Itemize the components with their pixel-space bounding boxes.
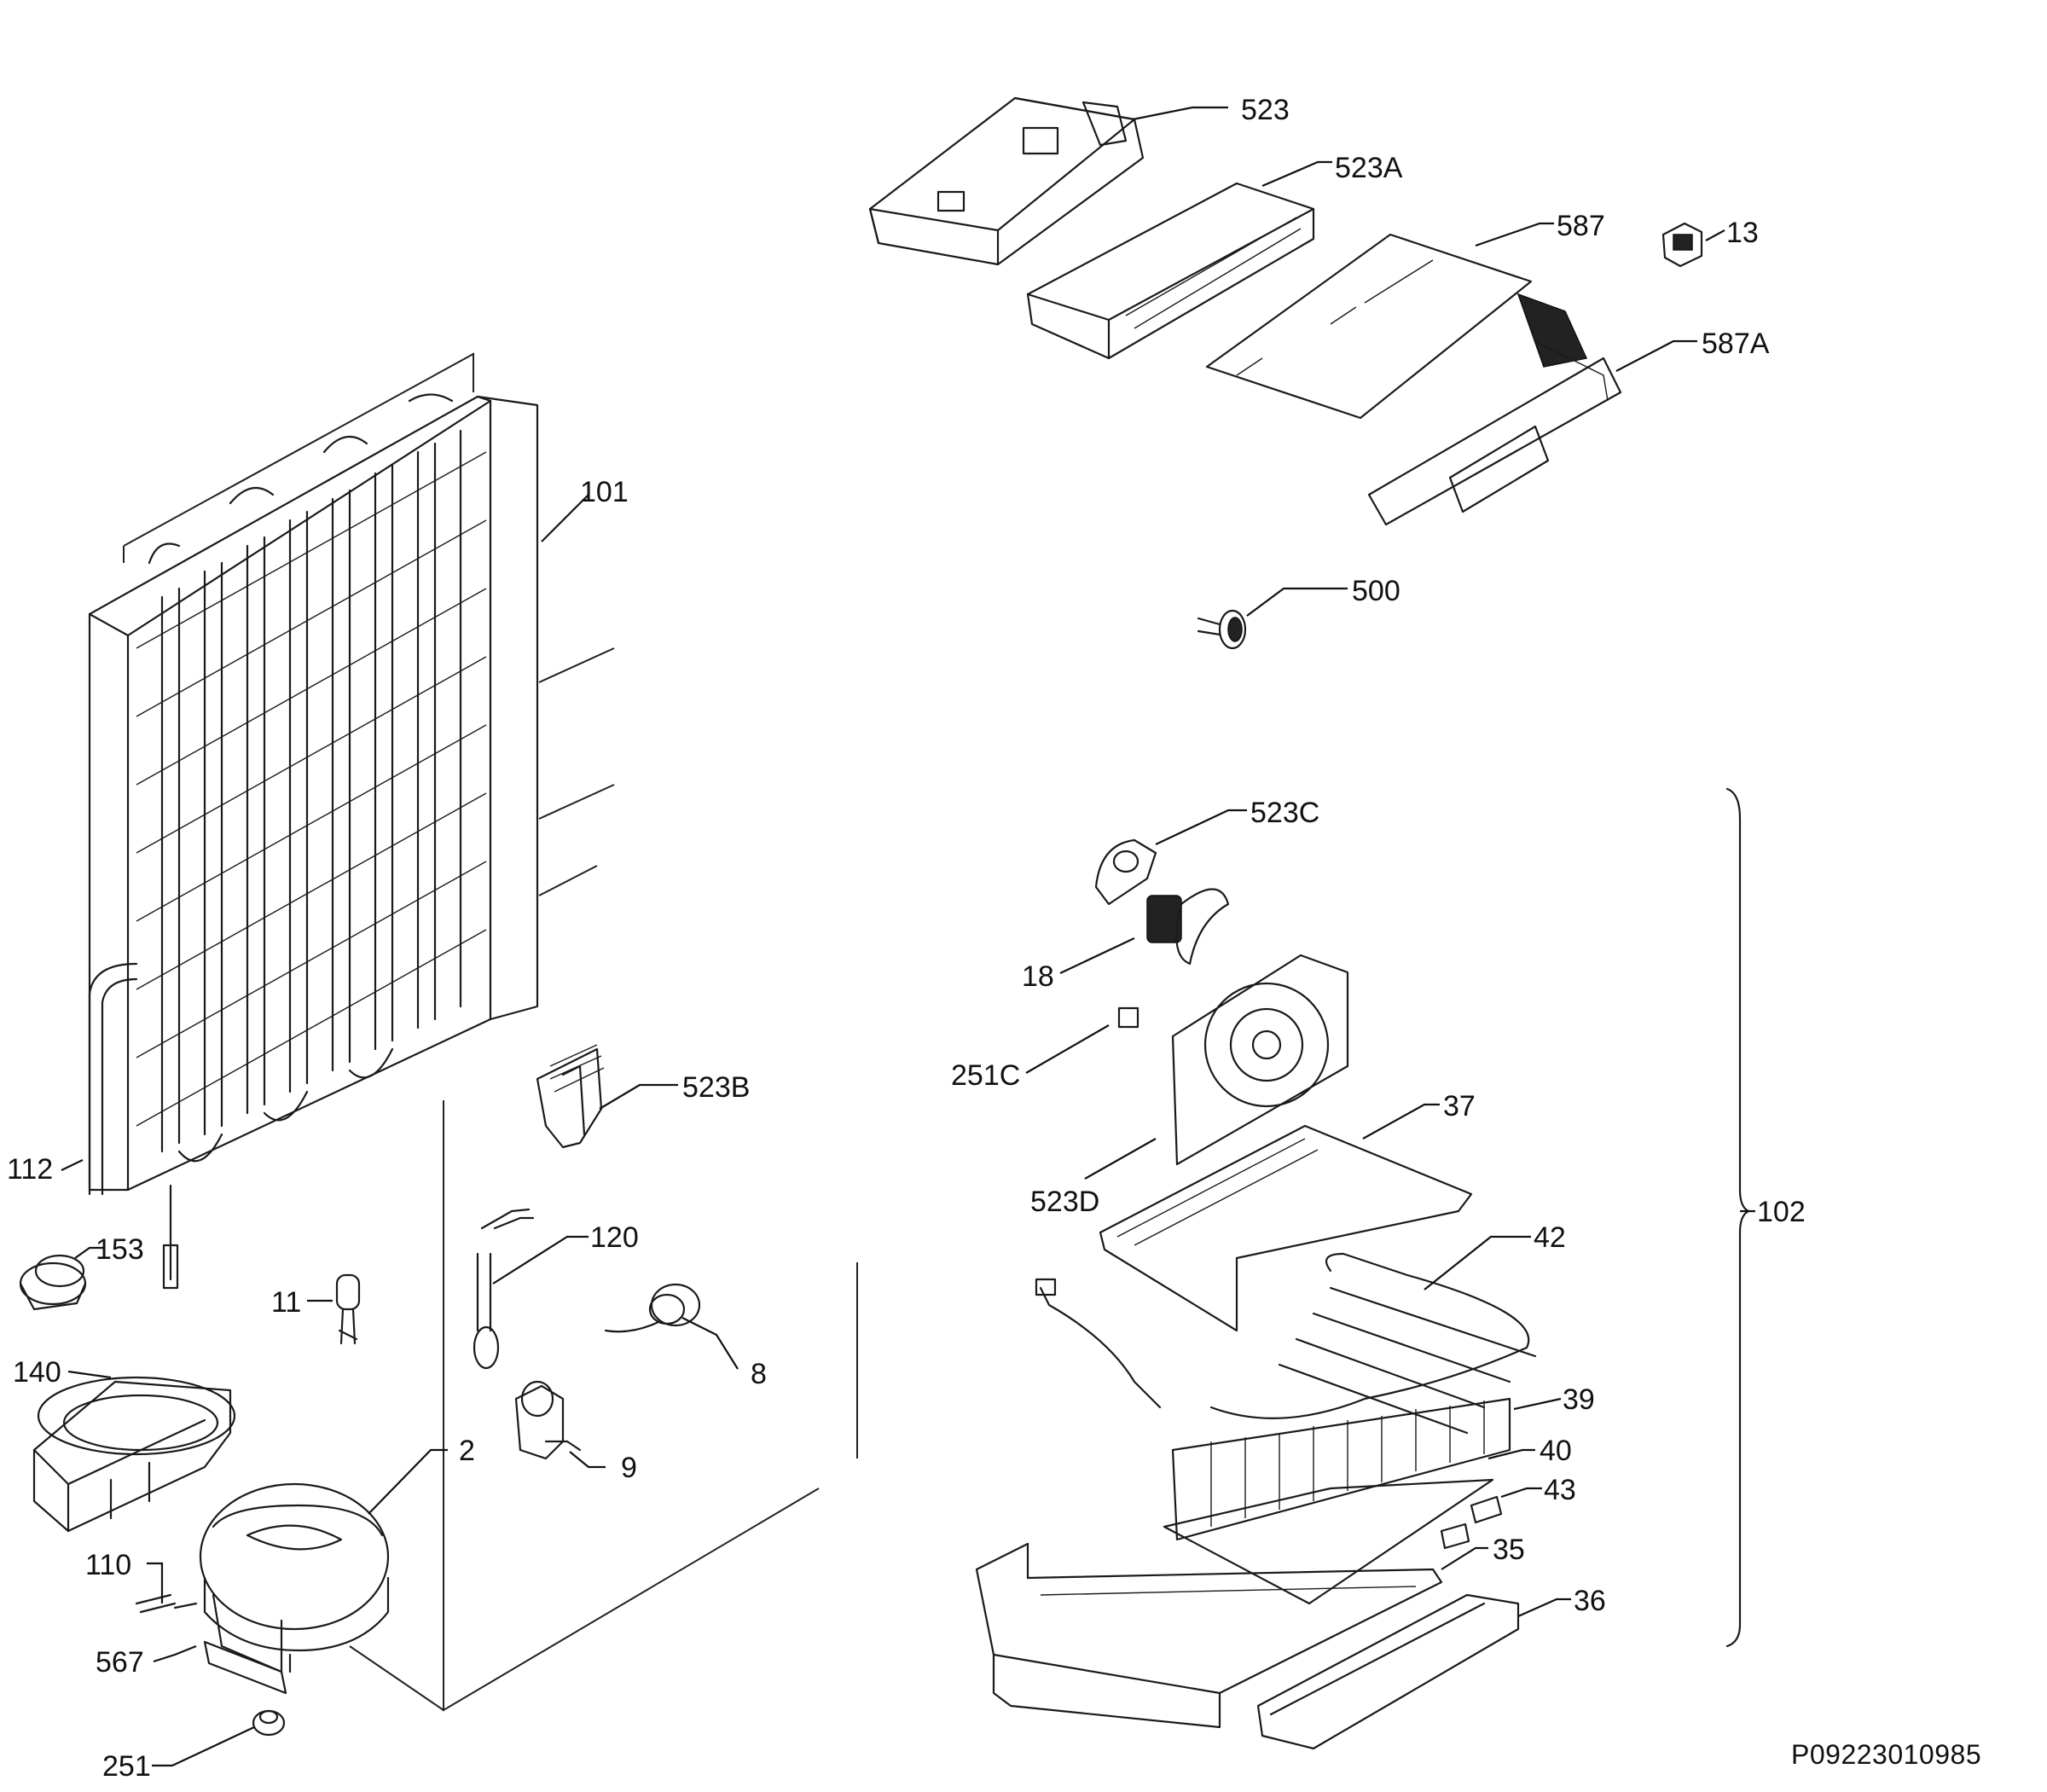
evaporation-tray — [32, 1376, 236, 1533]
callout-label: 140 — [13, 1356, 61, 1389]
start-relay — [473, 1208, 535, 1370]
defrost-heater — [1035, 1252, 1537, 1435]
drain-pipe — [88, 962, 138, 1196]
callout-label: 13 — [1726, 217, 1759, 249]
callout-label: 251 — [102, 1750, 151, 1783]
callout-label: 153 — [96, 1233, 144, 1266]
callout-label: 523 — [1241, 94, 1290, 126]
callout-label: 587 — [1557, 210, 1605, 242]
cable-clip — [536, 1044, 605, 1149]
door-switch — [1661, 222, 1703, 268]
callout-label: 567 — [96, 1646, 144, 1679]
callout-label: 523A — [1335, 152, 1403, 184]
callout-label: 9 — [621, 1452, 637, 1484]
callout-label: 523D — [1030, 1186, 1099, 1218]
thermostat — [604, 1283, 701, 1333]
evaporator-fan — [1146, 888, 1230, 966]
callout-label: 42 — [1534, 1221, 1566, 1254]
control-knob — [1197, 609, 1247, 650]
condenser — [88, 393, 539, 1290]
evaporator — [1171, 1397, 1511, 1541]
callout-label: 39 — [1563, 1383, 1595, 1416]
evaporator-cover — [1099, 1124, 1473, 1332]
document-number: P09223010985 — [1791, 1739, 1981, 1770]
fan-motor-bracket — [1094, 838, 1157, 906]
callout-label: 112 — [7, 1153, 53, 1186]
callout-labels: 523 523A 587 13 587A 101 500 523C 18 251… — [7, 94, 1806, 1783]
compressor-clamp — [514, 1380, 582, 1460]
grommet-nut — [252, 1709, 286, 1737]
callout-label: 43 — [1544, 1474, 1576, 1506]
control-housing — [868, 96, 1145, 266]
fan-housing — [1171, 954, 1349, 1166]
callout-label: 35 — [1493, 1534, 1525, 1566]
display-board — [1367, 293, 1622, 526]
condenser-wire-grid — [136, 451, 487, 1127]
callout-label: 523B — [682, 1071, 750, 1104]
callout-label: 110 — [85, 1549, 131, 1581]
callout-label: 36 — [1574, 1585, 1606, 1617]
insulation-sheet — [1163, 1478, 1494, 1605]
callout-label: 587A — [1702, 328, 1770, 360]
callout-label: 40 — [1540, 1435, 1572, 1467]
callout-label: 120 — [590, 1221, 639, 1254]
clip — [1440, 1495, 1503, 1550]
callout-label: 523C — [1250, 797, 1319, 829]
relay — [335, 1273, 361, 1345]
drain-tray — [1256, 1593, 1520, 1750]
callout-label: 500 — [1352, 575, 1400, 607]
mounting-foot — [203, 1640, 287, 1695]
drain-channel — [975, 1542, 1443, 1729]
callout-label: 102 — [1757, 1196, 1806, 1228]
compressor — [173, 1482, 390, 1673]
callout-label: 101 — [580, 476, 629, 508]
leader-lines — [61, 106, 1755, 1767]
grommet — [19, 1254, 87, 1311]
assembly-brace — [1725, 787, 1750, 1648]
control-frame — [1026, 182, 1315, 360]
callout-label: 18 — [1022, 960, 1054, 993]
pin — [135, 1593, 177, 1614]
callout-label: 37 — [1443, 1090, 1476, 1122]
small-connector — [1117, 1006, 1139, 1029]
pcb-board — [1205, 233, 1533, 420]
callout-label: 2 — [459, 1435, 475, 1467]
callout-label: 11 — [271, 1286, 301, 1319]
callout-label: 251C — [951, 1059, 1020, 1092]
condenser-tubes — [148, 393, 462, 1163]
callout-label: 8 — [751, 1358, 767, 1390]
